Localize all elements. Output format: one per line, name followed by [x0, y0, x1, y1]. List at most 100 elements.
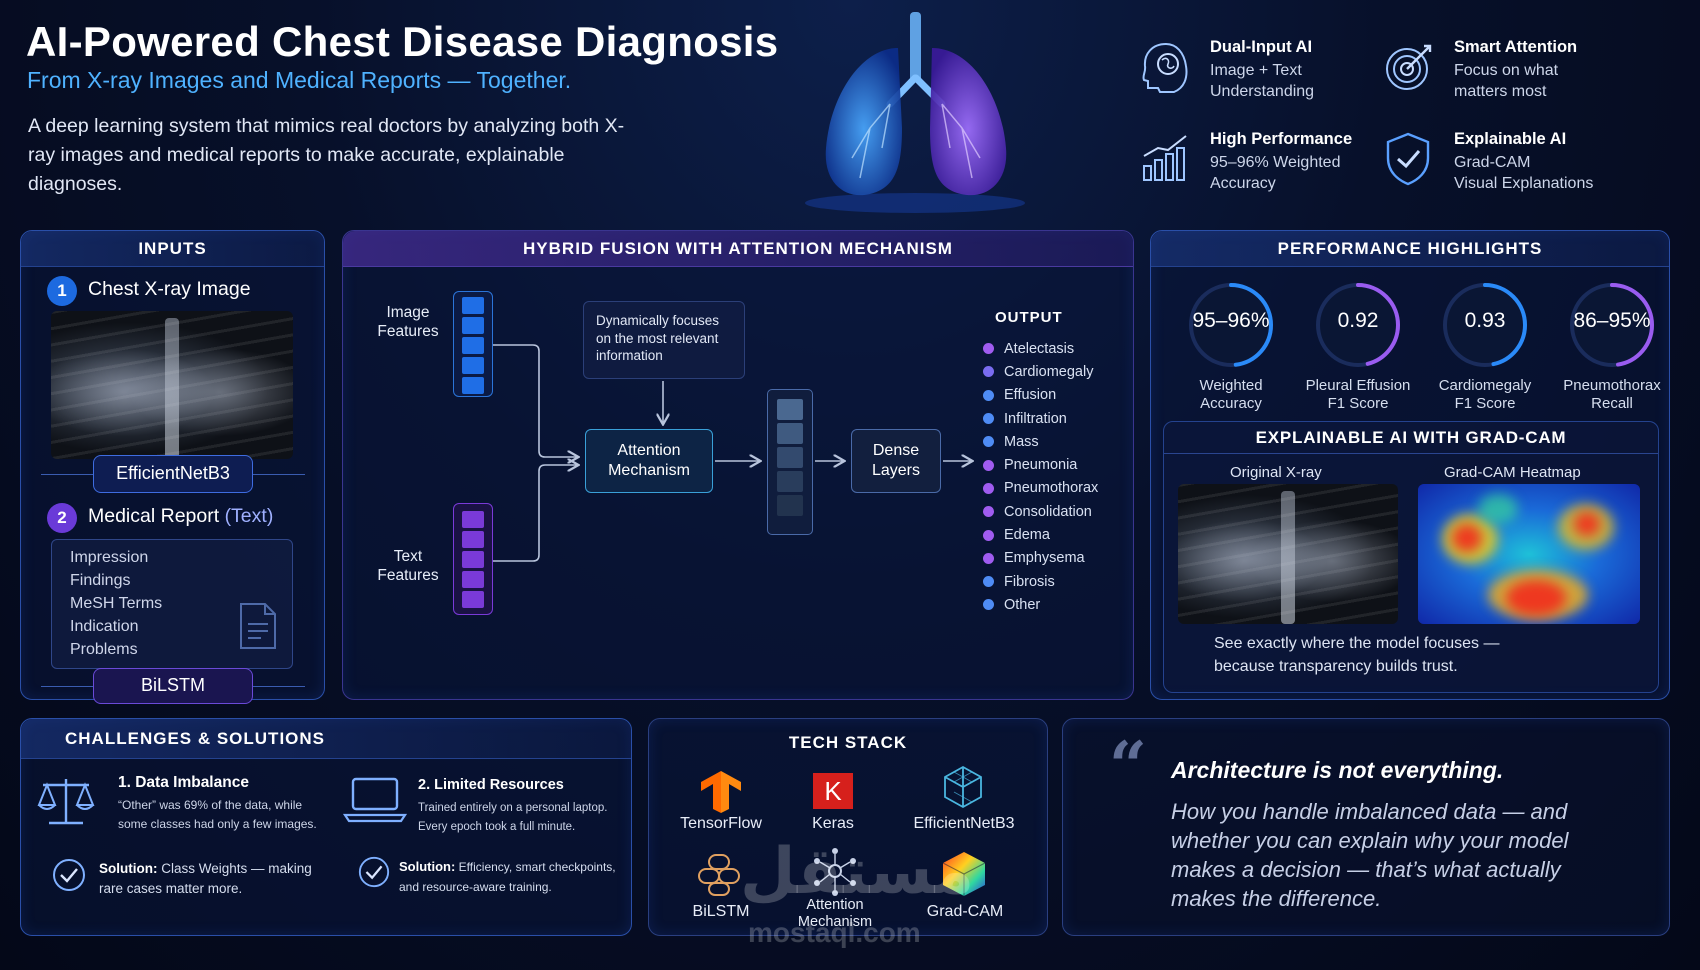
output-dot	[983, 506, 994, 518]
check-circle-icon	[53, 859, 85, 891]
text-features-vector	[453, 503, 493, 615]
gauge-fill	[1570, 283, 1654, 367]
image-features-vector	[453, 291, 493, 397]
tech-stack-heading: TECH STACK	[788, 733, 908, 752]
feature-cell	[462, 511, 484, 528]
output-class-item: Atelectasis	[983, 337, 1133, 360]
output-class-label: Emphysema	[1004, 550, 1085, 567]
dense-layers-block: Dense Layers	[851, 429, 941, 493]
report-field: Findings	[70, 572, 131, 589]
gauge-ring	[1570, 283, 1654, 367]
gradcam-cube-icon	[942, 852, 986, 896]
report-field: Problems	[70, 641, 138, 658]
gauge-fill	[1189, 283, 1273, 367]
image-features-label: Image Features	[377, 304, 439, 340]
output-heading: OUTPUT	[995, 309, 1063, 326]
output-class-item: Cardiomegaly	[983, 360, 1133, 383]
fusion-connectors	[493, 344, 1135, 562]
output-class-label: Pneumonia	[1004, 457, 1078, 474]
fused-feature-stack	[767, 389, 813, 535]
tech-label: EfficientNetB3	[913, 815, 1015, 832]
output-class-item: Edema	[983, 523, 1133, 546]
tech-label: Keras	[812, 815, 854, 832]
medical-report-label: Medical Report (Text)	[88, 505, 274, 527]
output-class-label: Other	[1004, 596, 1041, 613]
output-dot	[983, 366, 994, 378]
feature-cell	[462, 317, 484, 334]
output-dot	[983, 343, 994, 355]
gauge-ring	[1189, 283, 1273, 367]
output-dot	[983, 459, 994, 471]
gauge-fill	[1443, 283, 1527, 367]
output-class-item: Emphysema	[983, 547, 1133, 570]
gauge-ring	[1443, 283, 1527, 367]
page-description: A deep learning system that mimics real …	[28, 115, 625, 195]
output-class-item: Effusion	[983, 384, 1133, 407]
gradcam-panel: EXPLAINABLE AI WITH GRAD-CAM Original X-…	[1163, 421, 1659, 693]
tech-stack-panel: TECH STACK TensorFlow K Keras EfficientN…	[648, 718, 1048, 936]
output-dot	[983, 482, 994, 494]
gradcam-heatmap-image	[1418, 484, 1640, 624]
output-class-item: Other	[983, 593, 1133, 616]
feature-cell	[462, 297, 484, 314]
medical-report-card: Impression Findings MeSH Terms Indicatio…	[51, 539, 293, 669]
attention-network-icon	[814, 848, 856, 896]
attention-note: Dynamically focuses on the most relevant…	[583, 301, 745, 379]
lstm-icon	[698, 854, 740, 896]
metric-value: 0.92	[1337, 309, 1379, 332]
challenge-title: 2. Limited Resources	[418, 777, 564, 793]
output-class-item: Fibrosis	[983, 570, 1133, 593]
watermark-latin: mostaql.com	[748, 917, 921, 948]
feature-title: Dual-Input AI	[1210, 38, 1313, 56]
output-class-item: Infiltration	[983, 407, 1133, 430]
quote-mark-icon: “	[1109, 727, 1147, 805]
quote-panel: “ Architecture is not everything. How yo…	[1062, 718, 1670, 936]
output-class-label: Edema	[1004, 527, 1050, 544]
metric-value: 95–96%	[1192, 309, 1270, 332]
page-subtitle: From X-ray Images and Medical Reports — …	[27, 67, 572, 93]
output-class-item: Consolidation	[983, 500, 1133, 523]
output-dot	[983, 529, 994, 541]
tech-label: TensorFlow	[680, 815, 762, 832]
output-class-label: Mass	[1004, 433, 1039, 450]
brain-head-icon	[1142, 42, 1188, 93]
quote-headline: Architecture is not everything.	[1171, 757, 1504, 783]
fused-cell	[777, 399, 803, 420]
scale-icon	[37, 779, 95, 825]
text-features-label: Text Features	[377, 548, 439, 584]
lungs-illustration	[805, 12, 1025, 213]
document-icon	[240, 603, 276, 649]
fusion-heading: HYBRID FUSION WITH ATTENTION MECHANISM	[343, 231, 1133, 267]
laptop-icon	[343, 777, 407, 823]
report-field: Impression	[70, 549, 149, 566]
bar-chart-icon	[1143, 135, 1187, 181]
output-class-item: Pneumothorax	[983, 477, 1133, 500]
feature-cell	[462, 531, 484, 548]
watermark-arabic: مستقل	[740, 835, 975, 909]
original-xray-image	[1178, 484, 1398, 624]
step-number: 2	[47, 503, 77, 533]
metric-value: 0.93	[1464, 309, 1506, 332]
challenge-solution: Solution: Efficiency, smart checkpoints,…	[399, 859, 616, 894]
bilstm-tag: BiLSTM	[93, 668, 253, 704]
gradcam-caption: See exactly where the model focuses —bec…	[1214, 635, 1500, 675]
feature-cell	[462, 551, 484, 568]
fused-cell	[777, 495, 803, 516]
output-class-label: Fibrosis	[1004, 573, 1055, 590]
step-number: 1	[47, 276, 77, 306]
feature-cell	[462, 377, 484, 394]
target-icon	[1386, 44, 1432, 90]
tech-label: Grad-CAM	[926, 903, 1004, 920]
